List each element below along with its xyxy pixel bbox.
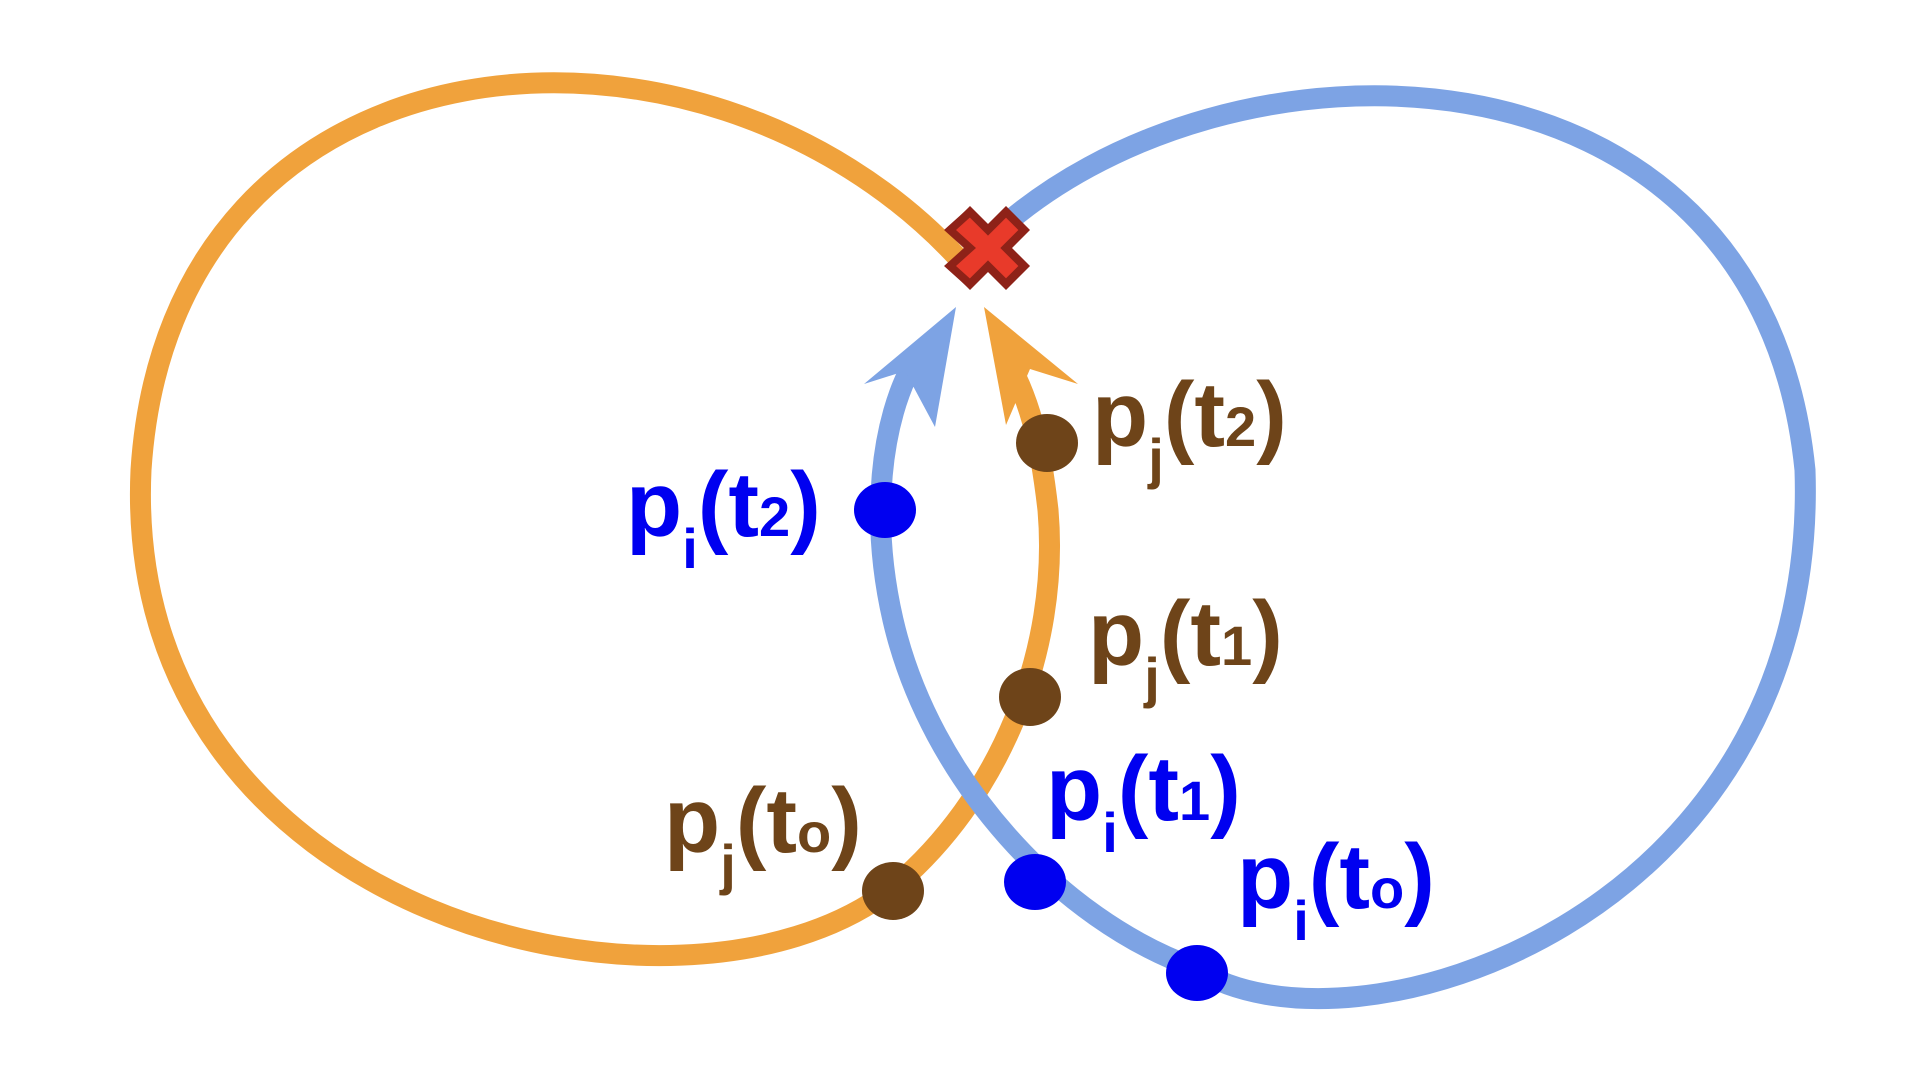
label-pi-t1: pi(t1) <box>1046 738 1241 864</box>
orange-arrowhead-icon <box>984 307 1078 425</box>
blue-arrowhead-icon <box>864 307 956 427</box>
agent-j-inner-arc <box>883 349 1061 899</box>
collision-x-icon <box>944 206 1030 290</box>
label-pj-t1: pj(t1) <box>1088 583 1283 709</box>
agent-j-path <box>130 72 969 967</box>
label-pj-t2: pj(t2) <box>1092 364 1287 490</box>
agent-i-position-t0 <box>1166 945 1228 1001</box>
agent-j-position-t1 <box>999 668 1061 726</box>
agent-i-position-t2 <box>854 482 916 538</box>
agent-i-position-t1 <box>1004 854 1066 910</box>
agent-j-position-t2 <box>1016 414 1078 472</box>
label-pj-t0: pj(to) <box>664 770 862 896</box>
label-pi-t0: pi(to) <box>1237 826 1435 952</box>
agent-i-path <box>979 85 1816 1010</box>
agent-j-position-t0 <box>862 862 924 920</box>
label-pi-t2: pi(t2) <box>626 454 821 580</box>
agent-i-inner-arc <box>870 354 1199 978</box>
